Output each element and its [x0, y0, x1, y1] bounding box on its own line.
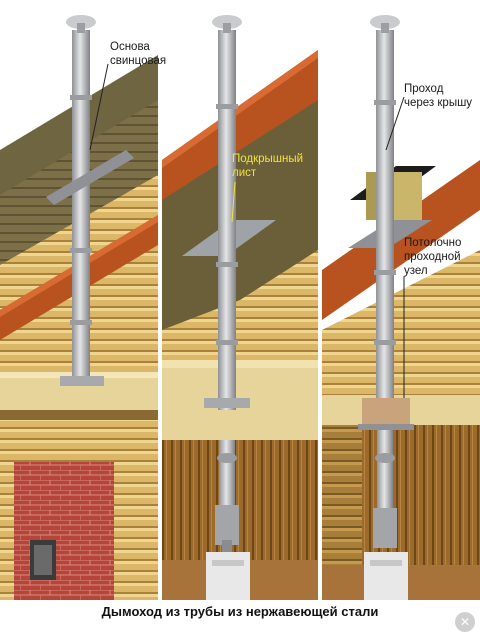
panel-under-roof-sheet	[162, 0, 318, 600]
x-icon[interactable]: ✕	[455, 612, 475, 632]
label-roof-passage: Проход через крышу	[404, 83, 473, 109]
label-under-roof-sheet: Подкрышный лист	[232, 153, 304, 179]
panel-lead-flashing	[0, 0, 158, 600]
panel-roof-passage	[322, 0, 480, 600]
panel-divider	[318, 0, 322, 600]
panel-divider	[158, 0, 162, 600]
diagram-caption: Дымоход из трубы из нержавеющей стали	[101, 604, 379, 619]
label-ceiling-pass-unit: Потолочно проходной узел	[404, 237, 462, 277]
label-lead-flashing: Основа свинцовая	[110, 41, 167, 67]
